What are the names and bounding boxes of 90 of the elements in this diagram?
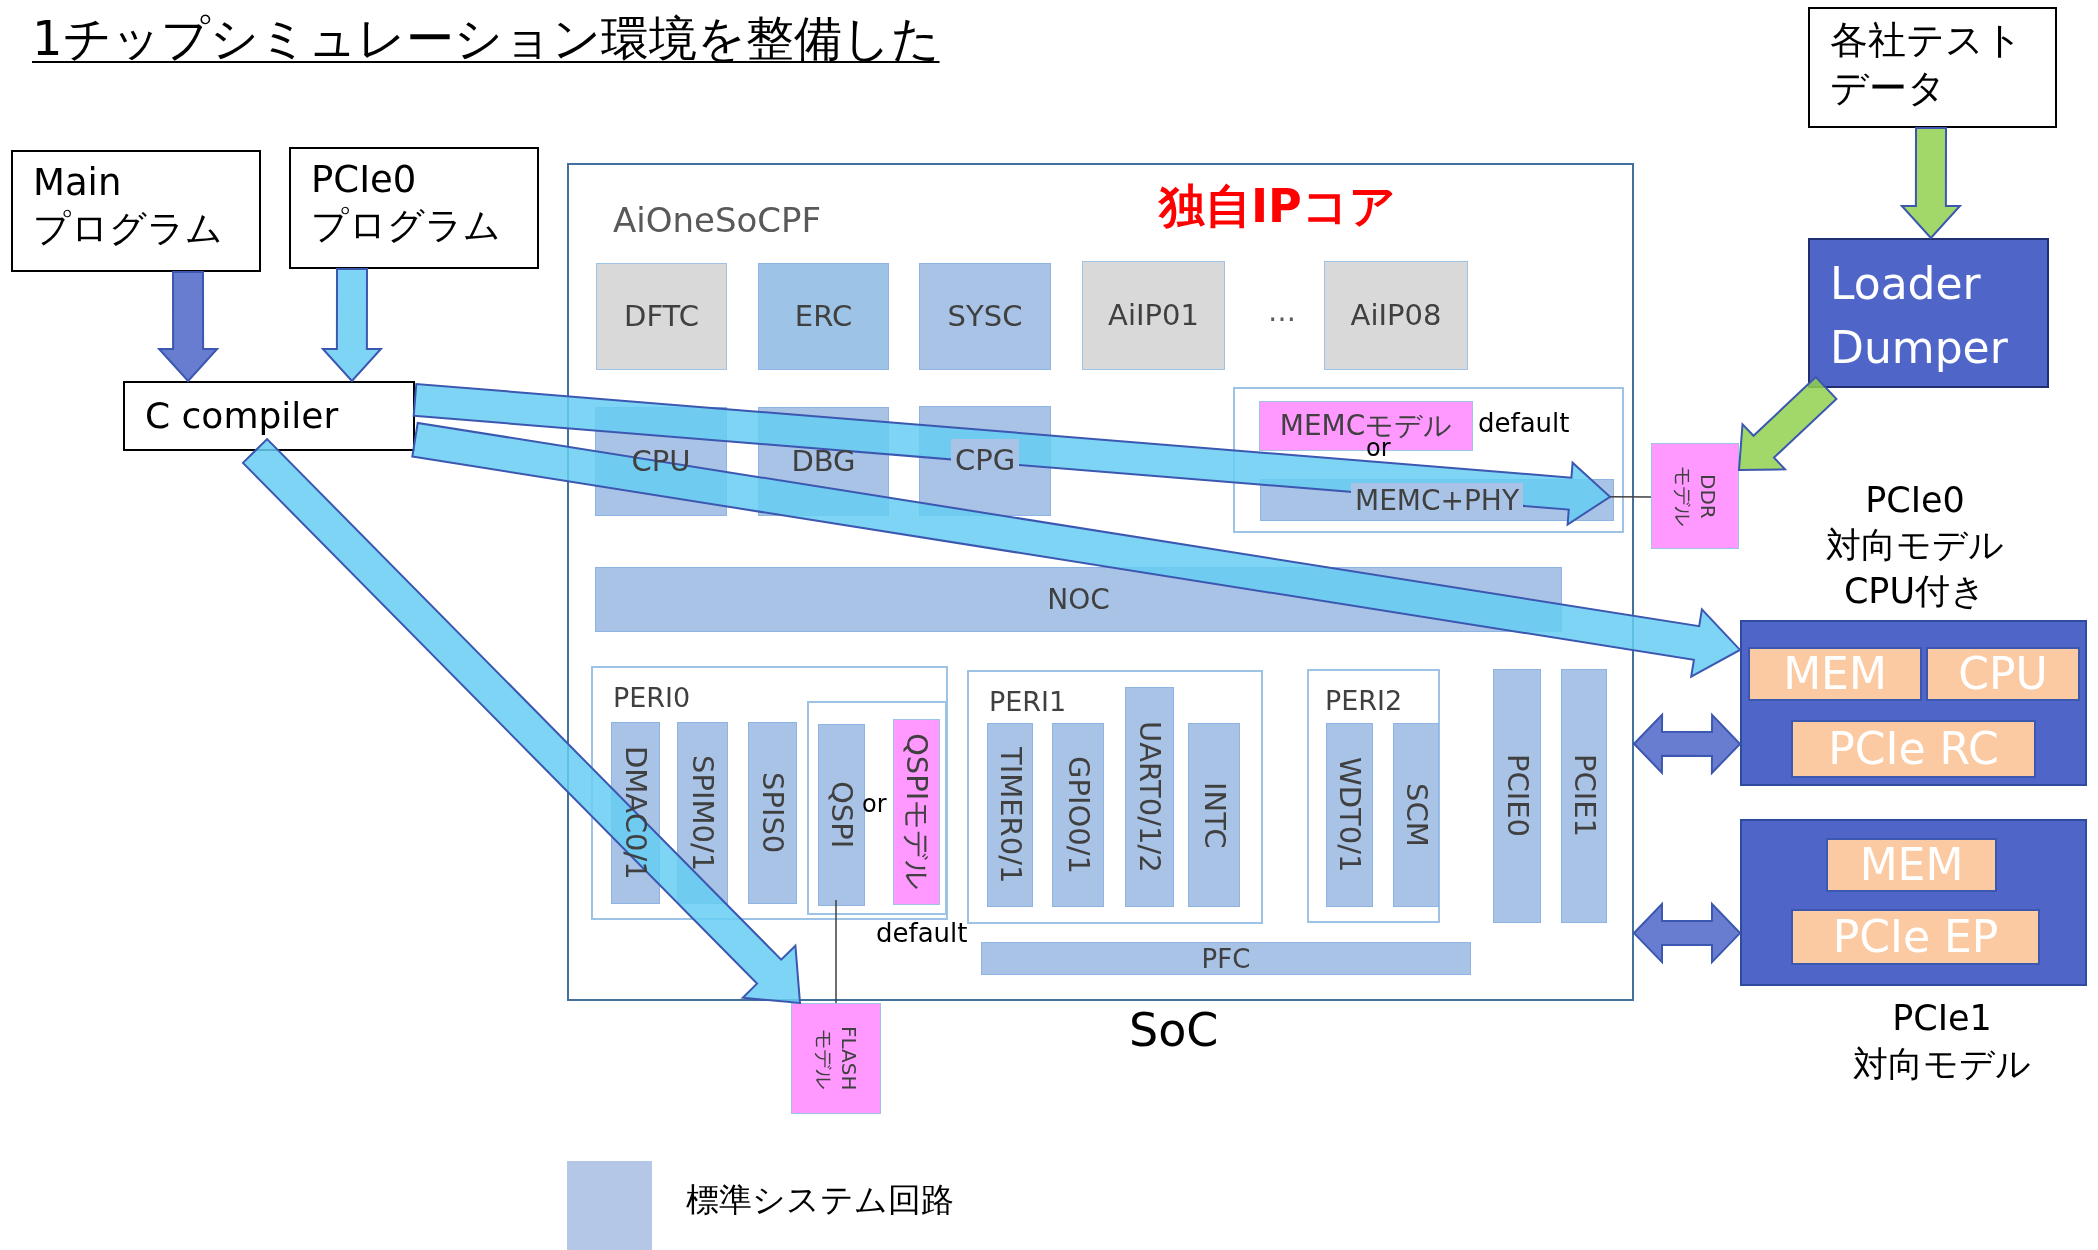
block-label: CPU [1958, 652, 2048, 696]
block-label: AiIP01 [1108, 296, 1199, 334]
annotation-text: default [1478, 410, 1570, 436]
ip-block [1393, 723, 1439, 907]
block-arrow [1737, 375, 1838, 471]
block-label: PCIe0 プログラム [311, 157, 502, 250]
ip-block [1324, 261, 1468, 370]
ip-block [919, 263, 1051, 370]
block-label: DBG [791, 442, 856, 480]
annotation-text: … [1268, 298, 1296, 326]
block-arrow [411, 421, 1742, 679]
block-label: TIMER0/1 [992, 746, 1029, 884]
ip-block [1052, 723, 1104, 907]
block-label: NOC [1047, 581, 1110, 618]
block-label: 各社テストデータ [1830, 17, 2024, 112]
program-box [289, 147, 539, 269]
block-label: SYSC [947, 297, 1023, 335]
model-block [893, 719, 940, 905]
block-label: QSPIモデル [899, 733, 936, 891]
block-label: Main プログラム [33, 160, 224, 253]
interface-block [1791, 909, 2040, 965]
annotation-text: 独自IPコア [1159, 183, 1396, 229]
block-label: Loader Dumper [1830, 257, 2009, 375]
ip-block [758, 263, 889, 370]
ip-block [1561, 669, 1607, 923]
peripheral-group [591, 666, 948, 920]
block-label: PERI2 [1325, 687, 1403, 714]
block-label: WDT0/1 [1332, 757, 1369, 873]
model-block [1651, 443, 1739, 549]
peripheral-group [1307, 669, 1440, 923]
program-box [11, 150, 261, 272]
interface-block [1791, 720, 2036, 778]
ip-block [1082, 261, 1225, 370]
block-label: DDR モデル [1670, 465, 1720, 528]
ip-block [1188, 723, 1240, 907]
block-label: PFC [1201, 945, 1251, 972]
block-label: MEM [1859, 843, 1964, 887]
block-label: SPIS0 [755, 772, 792, 854]
block-label: SPIM0/1 [685, 754, 722, 872]
bus-bar [981, 942, 1471, 975]
title: 1チップシミュレーション環境を整備した [32, 9, 940, 68]
block-label: DMAC0/1 [618, 746, 655, 880]
double-arrow [1632, 712, 1742, 776]
model-block [791, 1003, 881, 1114]
compiler-box [123, 381, 415, 451]
double-arrow [1632, 901, 1742, 965]
block-arrow [320, 268, 384, 383]
cpu-block [1926, 647, 2080, 701]
block-label: UART0/1/2 [1132, 721, 1169, 873]
block-label: PERI1 [989, 688, 1067, 715]
block-label: PCIe0 対向モデル CPU付き [1825, 478, 2005, 613]
block-label: PCIe1 対向モデル [1852, 997, 2032, 1086]
peripheral-group [967, 670, 1263, 924]
ip-block [1493, 669, 1541, 923]
block-label: AiIP08 [1350, 296, 1442, 334]
loader-box [1808, 238, 2049, 388]
block-label: INTC [1196, 781, 1233, 849]
block-label: GPIO0/1 [1060, 756, 1097, 874]
block-arrow [156, 271, 220, 383]
ip-block [818, 724, 865, 906]
block-label: PCIe RC [1828, 727, 1999, 771]
block-label: PCIe EP [1832, 915, 1999, 959]
block-label: ERC [794, 297, 853, 335]
block-label: PERI0 [613, 684, 691, 711]
block-label: DFTC [624, 297, 699, 335]
block-label: AiOneSoCPF [613, 199, 822, 242]
legend-text: 標準システム回路 [686, 1183, 954, 1216]
memory-block [1826, 838, 1997, 892]
option-group-box [807, 701, 947, 915]
block-arrow [1899, 127, 1963, 240]
memory-block [1748, 647, 1922, 701]
block-label: MEM [1783, 652, 1887, 696]
ip-block [1326, 723, 1373, 907]
annotation-text: or [862, 792, 887, 816]
ip-block [748, 722, 797, 904]
block-label: C compiler [145, 394, 339, 438]
annotation-text: default [876, 920, 968, 946]
ip-block [987, 723, 1033, 907]
block-label: PCIE1 [1566, 754, 1603, 838]
ip-block [596, 263, 727, 370]
block-label: FLASH モデル [811, 1025, 861, 1093]
block-label: QSPI [824, 781, 861, 849]
test-data-box [1808, 7, 2057, 128]
block-label: SCM [1398, 783, 1435, 847]
ip-block [1125, 687, 1174, 907]
block-caption: SoC [1129, 1007, 1219, 1053]
block-label: PCIE0 [1499, 754, 1536, 838]
connector-line [835, 899, 837, 1004]
connector-line [1609, 496, 1652, 498]
block-arrow [241, 437, 802, 1005]
